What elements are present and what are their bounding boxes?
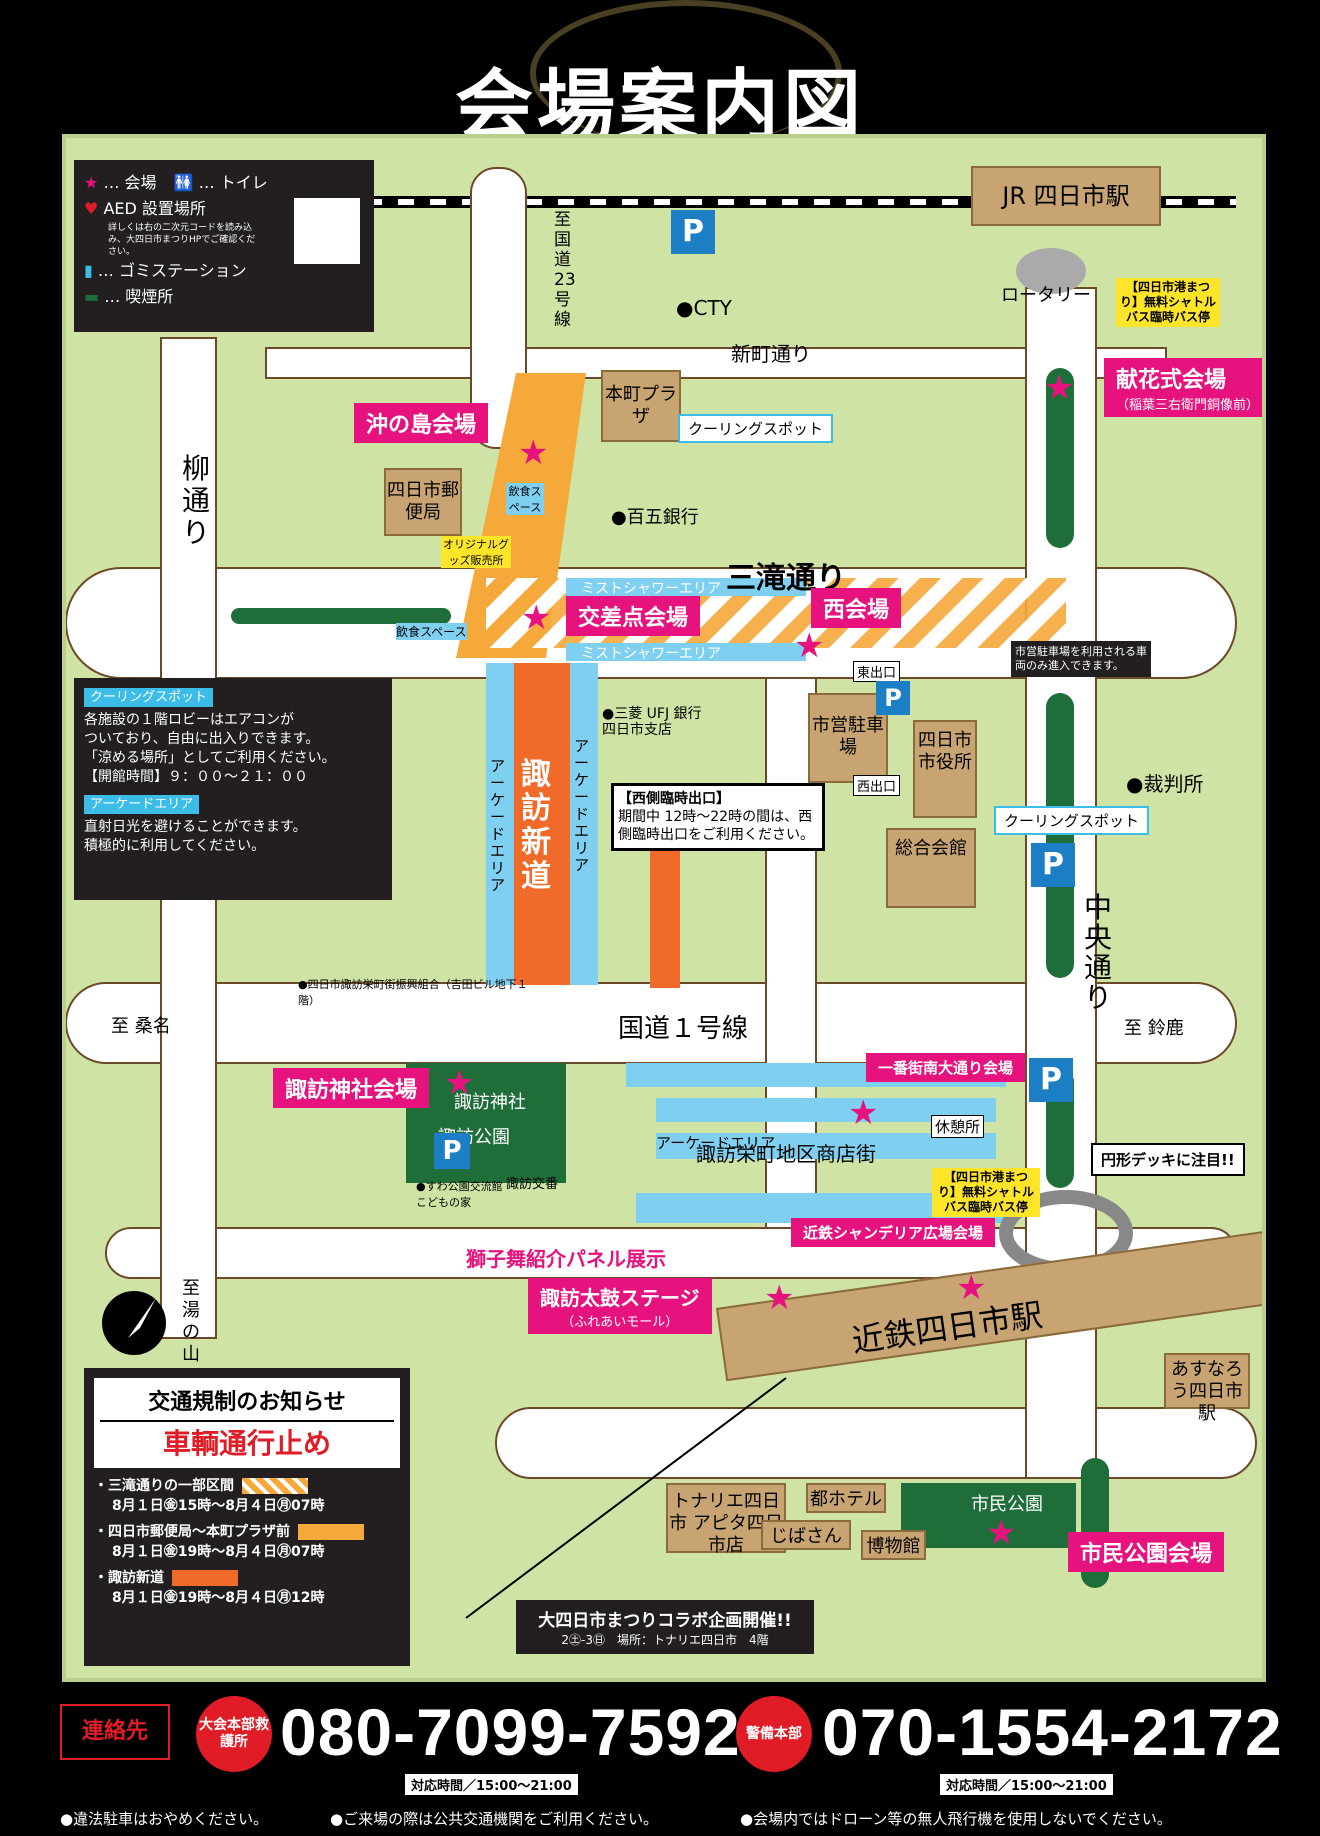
trash-icon: ▮ [84,261,93,280]
info-panel: クーリングスポット 各施設の１階ロビーはエアコンが ついており、自由に出入りでき… [74,678,392,900]
traffic-panel: 交通規制のお知らせ 車輌通行止め ・三滝通りの一部区間 8月１日㊎15時～8月４… [84,1368,410,1666]
asunarou-station: あすなろう四日市駅 [1164,1353,1250,1424]
venue-nishi: 西会場 [811,588,902,628]
shotengai-label: 諏訪栄町地区商店街 [696,1142,876,1166]
post-office: 四日市郵便局 [384,468,462,536]
cooling-spot-callout: クーリングスポット [994,806,1150,835]
venue-kosaten: 交差点会場 [566,596,701,636]
venue-star-icon: ★ [84,173,99,192]
toilet-icon: 🚻 [173,173,194,192]
venue-shimin: 市民公園会場 [1068,1532,1225,1572]
route1-label: 国道１号線 [618,1014,749,1044]
contact-label: 連絡先 [60,1704,170,1760]
court-label: ●裁判所 [1126,772,1204,796]
footer: 連絡先 大会本部救護所 080-7099-7592 対応時間／15:00～21:… [0,1690,1320,1836]
citizens-park [901,1483,1076,1548]
venue-star-icon: ★ [521,598,552,638]
shinmachi-label: 新町通り [731,342,811,366]
venue-star-icon: ★ [794,626,825,666]
yanagi-label: 柳通り [182,452,211,549]
venue-star-icon: ★ [518,433,549,473]
venue-star-icon: ★ [848,1093,879,1133]
jr-station: JR 四日市駅 [971,166,1161,226]
hyakugo-label: ●百五銀行 [611,507,699,528]
lower-road [495,1407,1257,1479]
arcade-west [486,663,514,985]
sogo-kaikan: 総合会館 [886,828,976,908]
parking-note: 市営駐車場を利用される車両のみ進入できます。 [1011,641,1151,677]
hq-phone[interactable]: 080-7099-7592 [280,1695,741,1769]
miyako-hotel: 都ホテル [806,1483,886,1513]
title-decoration [530,0,842,146]
venue-kintetsu-chandelier: 近鉄シャンデリア広場会場 [791,1218,996,1247]
city-parking: 市営駐車場 [808,693,888,783]
route23-label: 至 国道23号線 [554,210,576,330]
venue-bangai: 一番街南大通り会場 [866,1053,1026,1082]
aed-icon: ♥ [84,199,99,218]
parking-icon: P [876,681,910,715]
venue-star-icon: ★ [444,1063,475,1103]
west-gate-note: 【西側臨時出口】 期間中 12時～22時の間は、西側臨時出口をご利用ください。 [611,783,825,851]
legend-panel: ★ … 会場 🚻 … トイレ ♥ AED 設置場所 詳しくは右の二次元コードを読… [74,160,374,332]
tonarie: トナリエ四日市 アピタ四日市店 [666,1483,786,1556]
rotary-circle [1016,248,1086,294]
collab-callout: 大四日市まつりコラボ企画開催!! 2㊏-3㊐ 場所：トナリエ四日市 4階 [516,1600,814,1654]
security-badge: 警備本部 [736,1696,812,1772]
city-hall: 四日市市役所 [913,720,977,818]
suwa-shindo-road [514,663,570,985]
cooling-spot-callout: クーリングスポット [678,414,834,443]
jibasan: じばさん [761,1520,851,1550]
goods-booth: オリジナルグッズ販売所 [441,536,511,568]
cty-label: ●CTY [676,296,732,320]
honmachi-plaza: 本町プラザ [601,370,681,442]
venue-okinoshima: 沖の島会場 [354,403,489,443]
venue-shishimai: 獅子舞紹介パネル展示 [466,1247,666,1271]
parking-icon: P [1031,843,1075,887]
smoking-icon: ▬ [84,287,100,306]
arcade-east [570,663,598,985]
chuo-label: 中央通り [1084,891,1113,1014]
hq-badge: 大会本部救護所 [196,1696,272,1772]
parking-icon: P [671,210,715,254]
venue-map: 近鉄四日市駅 JR 四日市駅 ロータリー 本町プラザ 四日市郵便局 市営駐車場 … [62,134,1266,1682]
venue-suwa-jinja: 諏訪神社会場 [273,1068,430,1108]
venue-star-icon: ★ [1044,368,1075,408]
venue-star-icon: ★ [986,1513,1017,1553]
shuttle-bus-stop: 【四日市港まつり】無料シャトルバス臨時バス停 [932,1168,1040,1217]
mufg-label: ●三菱 UFJ 銀行 四日市支店 [602,706,702,738]
venue-taiko: 諏訪太鼓ステージ（ふれあいモール） [528,1278,712,1334]
parking-icon: P [434,1133,470,1169]
venue-star-icon: ★ [956,1268,987,1308]
rotary-label: ロータリー [1001,285,1091,306]
shuttle-bus-stop: 【四日市港まつり】無料シャトルバス臨時バス停 [1116,278,1220,327]
suwa-park [406,1063,566,1183]
deck-callout: 円形デッキに注目!! [1091,1143,1245,1176]
suwa-shindo-label: 諏訪新道 [521,757,551,894]
security-phone[interactable]: 070-1554-2172 [822,1695,1283,1769]
qr-code[interactable] [294,198,360,264]
venue-kenka: 献花式会場（稲葉三右衛門銅像前） [1104,358,1262,417]
museum: 博物館 [861,1530,926,1560]
parking-icon: P [1029,1058,1073,1102]
compass-icon [102,1291,166,1355]
venue-star-icon: ★ [764,1278,795,1318]
